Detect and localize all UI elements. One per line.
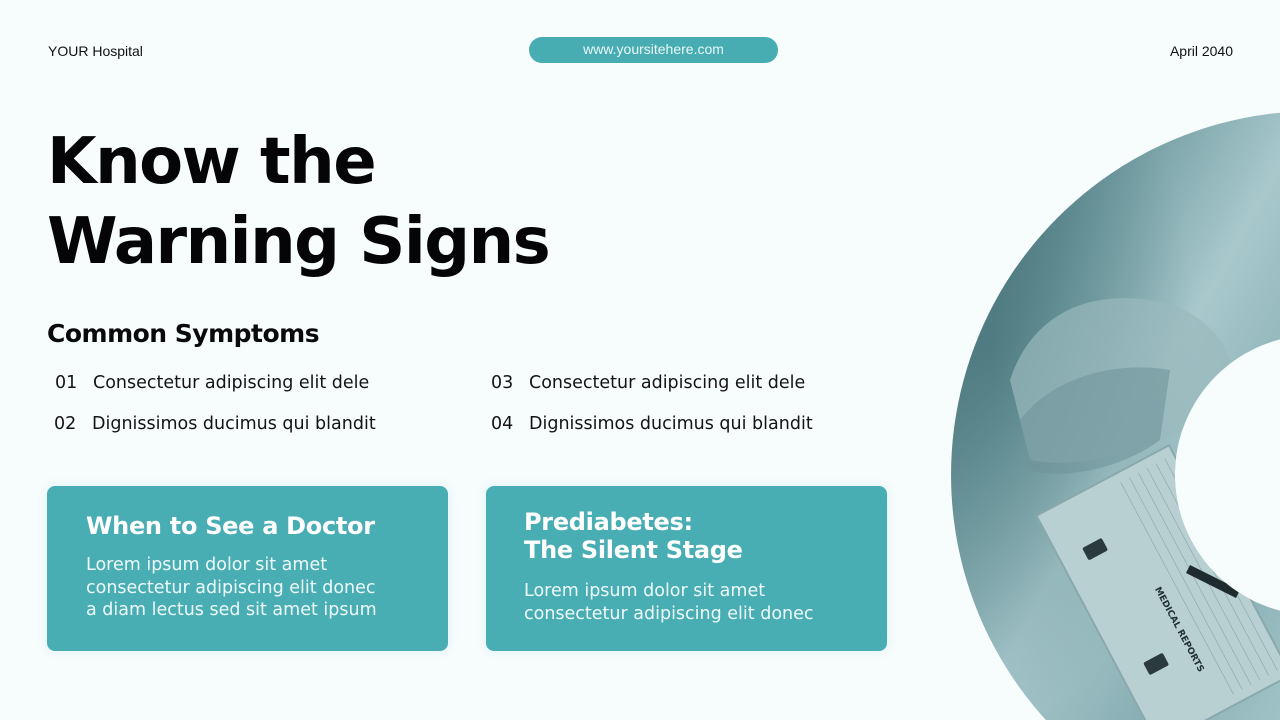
- symptom-text: Dignissimos ducimus qui blandit: [529, 414, 813, 434]
- page-title: Know the Warning Signs: [47, 122, 551, 282]
- card-title: Prediabetes: The Silent Stage: [524, 508, 743, 564]
- symptom-number: 03: [491, 373, 514, 393]
- card-body: Lorem ipsum dolor sit amet consectetur a…: [86, 555, 377, 620]
- card-body: Lorem ipsum dolor sit amet consectetur a…: [524, 581, 814, 624]
- symptom-text: Dignissimos ducimus qui blandit: [92, 414, 376, 434]
- symptom-text: Consectetur adipiscing elit dele: [93, 373, 370, 393]
- symptom-item: 04 Dignissimos ducimus qui blandit: [491, 414, 813, 434]
- card-when-to-see-doctor: When to See a Doctor Lorem ipsum dolor s…: [47, 486, 448, 651]
- date-label: April 2040: [1169, 43, 1233, 59]
- card-prediabetes: Prediabetes: The Silent Stage Lorem ipsu…: [486, 486, 887, 651]
- hospital-name: YOUR Hospital: [48, 43, 143, 59]
- symptoms-heading: Common Symptoms: [47, 319, 320, 348]
- title-line-2: Warning Signs: [47, 205, 551, 279]
- card-title: When to See a Doctor: [86, 512, 375, 540]
- symptom-item: 03 Consectetur adipiscing elit dele: [491, 373, 805, 393]
- symptom-item: 02 Dignissimos ducimus qui blandit: [54, 414, 376, 434]
- symptom-text: Consectetur adipiscing elit dele: [529, 373, 806, 393]
- symptom-item: 01 Consectetur adipiscing elit dele: [55, 373, 369, 393]
- title-line-1: Know the: [47, 125, 377, 199]
- symptom-number: 01: [55, 373, 78, 393]
- website-link[interactable]: www.yoursitehere.com: [529, 37, 778, 63]
- symptom-number: 04: [491, 414, 514, 434]
- symptom-number: 02: [54, 414, 77, 434]
